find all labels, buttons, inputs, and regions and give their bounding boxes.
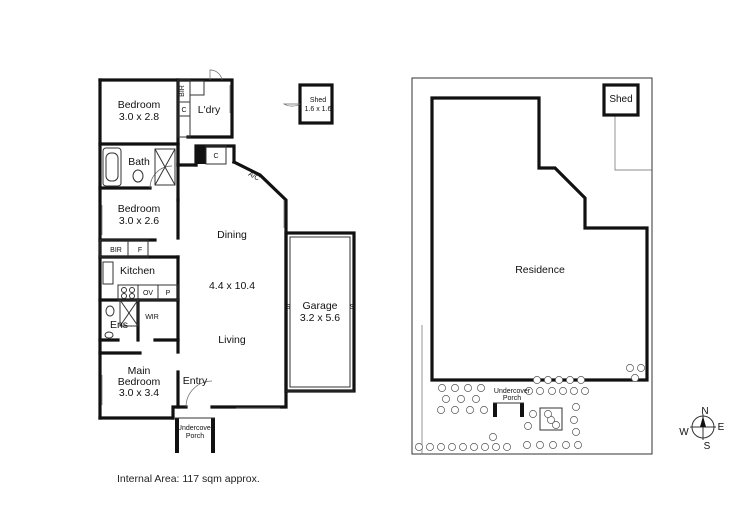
compass-e: E xyxy=(718,422,725,433)
site-shed-name: Shed xyxy=(609,94,632,105)
shrub-icon xyxy=(544,410,552,418)
shrub-icon xyxy=(572,428,580,436)
main-bedroom-size: 3.0 x 3.4 xyxy=(119,387,159,399)
shrub-icon xyxy=(489,433,497,441)
ensuite-name: Ens xyxy=(110,319,128,331)
fridge-label: F xyxy=(138,247,142,254)
shrub-icon xyxy=(459,443,467,451)
shrub-icon xyxy=(480,406,488,414)
shrub-icon xyxy=(464,384,472,392)
shrub-icon xyxy=(426,443,434,451)
shrub-icon xyxy=(415,443,423,451)
shrub-icon xyxy=(492,443,500,451)
shrub-icon xyxy=(481,443,489,451)
entry-name: Entry xyxy=(183,375,208,387)
shrub-icon xyxy=(548,387,556,395)
internal-area: Internal Area: 117 sqm approx. xyxy=(117,473,260,485)
storage-label-right: S xyxy=(350,304,355,311)
shrub-icon xyxy=(544,376,552,384)
shrub-icon xyxy=(577,376,585,384)
bedroom1-name: Bedroom xyxy=(118,99,161,111)
residence-name: Residence xyxy=(515,264,565,276)
living-name: Living xyxy=(218,334,246,346)
dining-name: Dining xyxy=(217,229,247,241)
compass-w: W xyxy=(679,427,689,438)
shrub-icon xyxy=(536,441,544,449)
main-bedroom-line2: Bedroom xyxy=(118,376,161,388)
cupboard-label-laundry: C xyxy=(213,153,218,160)
shrub-icon xyxy=(570,387,578,395)
shrub-icon xyxy=(574,441,582,449)
compass-icon xyxy=(690,414,716,440)
shrub-icon xyxy=(581,387,589,395)
site-porch-line1: Undercover xyxy=(494,388,531,395)
shrub-icon xyxy=(472,395,480,403)
garage-name: Garage xyxy=(302,300,337,312)
cupboard-label-top: C xyxy=(181,107,186,114)
garage-size: 3.2 x 5.6 xyxy=(300,312,340,324)
shrub-icon xyxy=(470,443,478,451)
shrub-icon xyxy=(524,422,532,430)
bedroom2-size: 3.0 x 2.6 xyxy=(119,215,159,227)
shrub-icon xyxy=(631,374,639,382)
shrub-icon xyxy=(437,443,445,451)
shrub-icon xyxy=(466,406,474,414)
compass-n: N xyxy=(701,406,708,417)
porch-line2: Porch xyxy=(186,433,204,440)
shrub-icon xyxy=(559,387,567,395)
bath-name: Bath xyxy=(128,156,150,168)
kitchen-name: Kitchen xyxy=(120,265,155,277)
porch-line1: Undercover xyxy=(177,425,214,432)
shrub-icon xyxy=(477,384,485,392)
shrub-icon xyxy=(570,416,578,424)
bedroom2-name: Bedroom xyxy=(118,203,161,215)
living-size: 4.4 x 10.4 xyxy=(209,280,255,292)
shrub-icon xyxy=(438,384,446,392)
shrub-icon xyxy=(555,376,563,384)
shrub-icon xyxy=(566,376,574,384)
ac-label: A/C xyxy=(247,171,261,183)
main-bedroom-line1: Main xyxy=(128,365,151,377)
shed-name: Shed xyxy=(310,97,326,104)
shrub-icon xyxy=(437,406,445,414)
shrub-icon xyxy=(457,395,465,403)
shrub-icon xyxy=(503,443,511,451)
shrub-icon xyxy=(626,364,634,372)
shrub-icon xyxy=(572,403,580,411)
site-porch-line2: Porch xyxy=(503,395,521,402)
shrub-icon xyxy=(552,421,560,429)
shed-size: 1.6 x 1.6 xyxy=(305,106,332,113)
shrub-icon xyxy=(562,441,570,449)
shrub-icon xyxy=(451,384,459,392)
wir-label: WIR xyxy=(145,314,159,321)
shrub-icon xyxy=(442,395,450,403)
laundry-name: L'dry xyxy=(198,104,221,116)
shrub-icon xyxy=(533,376,541,384)
floor-plan xyxy=(98,69,356,453)
compass-s: S xyxy=(704,441,711,452)
storage-label-left: S xyxy=(286,304,291,311)
bir-label-top: BIR xyxy=(179,85,186,97)
site-plan-shrubs xyxy=(415,364,645,451)
shrub-icon xyxy=(451,406,459,414)
shrub-icon xyxy=(523,441,531,449)
shrub-icon xyxy=(529,410,537,418)
shrub-icon xyxy=(536,387,544,395)
bedroom1-size: 3.0 x 2.8 xyxy=(119,111,159,123)
shrub-icon xyxy=(549,441,557,449)
pantry-label: P xyxy=(166,290,171,297)
bir-label-kitchen: BIR xyxy=(110,247,122,254)
shrub-icon xyxy=(525,387,533,395)
oven-label: OV xyxy=(143,290,153,297)
shrub-icon xyxy=(448,443,456,451)
shrub-icon xyxy=(637,364,645,372)
